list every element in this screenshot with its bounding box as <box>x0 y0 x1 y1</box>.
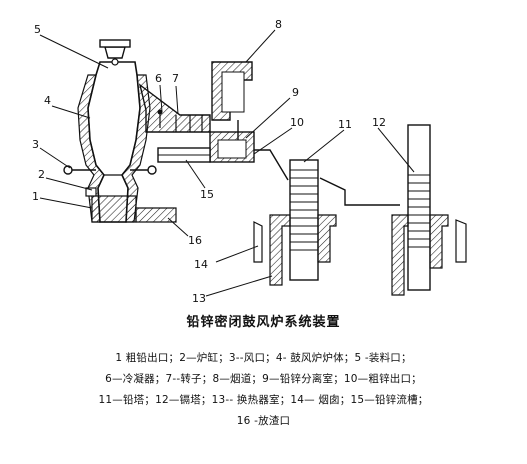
legend-line: 11—铅塔；12—镉塔；13-- 换热器室；14— 烟囱；15—铅锌流槽； <box>98 394 429 406</box>
callout-7: 7 <box>172 72 179 85</box>
callout-9: 9 <box>292 86 299 99</box>
callout-1: 1 <box>32 190 39 203</box>
callout-14: 14 <box>194 258 208 271</box>
legend-line: 1 粗铅出口；2—炉缸；3--风口；4- 鼓风炉炉体；5 -装料口； <box>115 352 412 364</box>
callout-numbers: 5 4 3 2 1 6 7 8 9 10 11 12 14 13 15 16 <box>32 18 386 305</box>
callout-4: 4 <box>44 94 51 107</box>
leader-lines <box>39 29 415 297</box>
charging-port <box>99 39 131 66</box>
callout-15: 15 <box>200 188 214 201</box>
callout-5: 5 <box>34 23 41 36</box>
callout-6: 6 <box>155 72 162 85</box>
callout-13: 13 <box>192 292 206 305</box>
callout-3: 3 <box>32 138 39 151</box>
cadmium-tower <box>391 124 467 296</box>
tuyeres <box>63 165 157 175</box>
callout-11: 11 <box>338 118 352 131</box>
blast-furnace-system-diagram: 5 4 3 2 1 6 7 8 9 10 11 12 14 13 15 16 <box>32 18 467 305</box>
lead-tower <box>253 159 337 286</box>
diagram-title: 铅锌密闭鼓风炉系统装置 <box>186 315 341 330</box>
legend-line: 6—冷凝器；7--转子；8—烟道；9—铅锌分离室；10—粗锌出口； <box>105 373 422 385</box>
furnace-body <box>77 61 177 223</box>
callout-12: 12 <box>372 116 386 129</box>
callout-2: 2 <box>38 168 45 181</box>
launder <box>157 147 211 163</box>
flue <box>211 61 253 140</box>
separation-chamber <box>209 131 255 163</box>
crude-zinc-outlet <box>254 149 400 206</box>
callout-16: 16 <box>188 234 202 247</box>
callout-8: 8 <box>275 18 282 31</box>
condenser <box>138 83 211 133</box>
legend-line: 16 -放渣口 <box>236 415 291 427</box>
callout-10: 10 <box>290 116 304 129</box>
